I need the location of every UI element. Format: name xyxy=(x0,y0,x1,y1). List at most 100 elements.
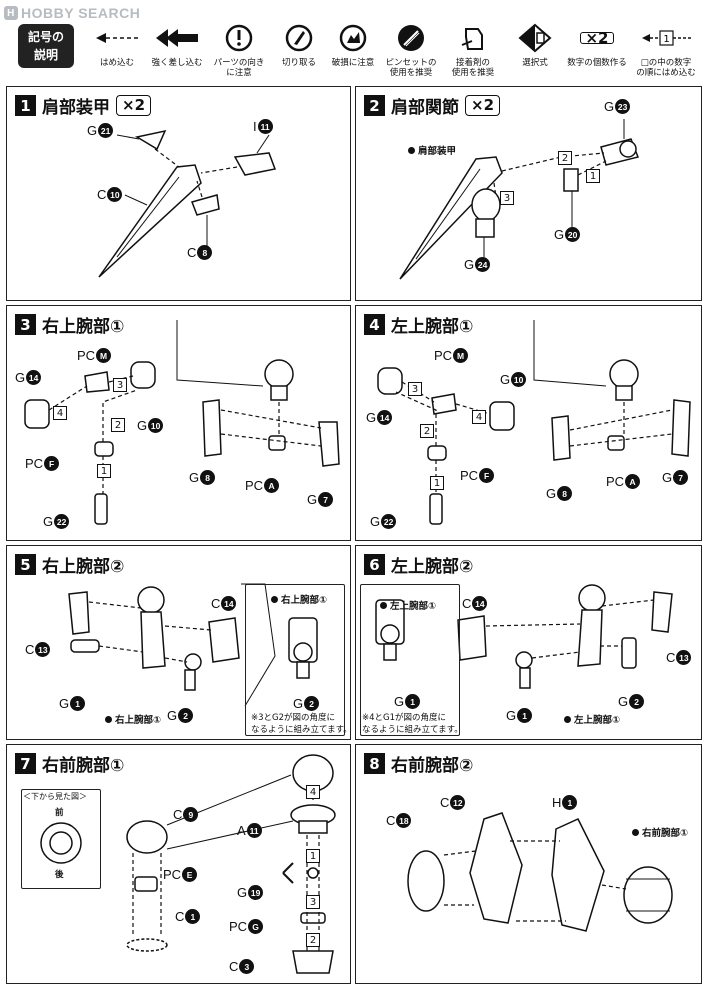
order-step-3: 3 xyxy=(500,191,514,205)
step-number: 8 xyxy=(364,753,385,774)
step-number: 6 xyxy=(364,554,385,575)
front-label: 前 xyxy=(55,808,64,818)
reference-inset-right-upper-arm: 右上腕部① xyxy=(271,592,327,606)
breakage-icon xyxy=(339,24,367,52)
order-step-1: 1 xyxy=(306,849,320,863)
step-title: 右上腕部① xyxy=(42,317,125,337)
order-step-2: 2 xyxy=(306,933,320,947)
select-icon xyxy=(518,23,552,53)
order-step-2: 2 xyxy=(111,418,125,432)
step-number: 5 xyxy=(15,554,36,575)
quantity-badge: ×2 xyxy=(116,95,152,116)
shoulder-armor-diagram xyxy=(98,129,277,278)
step-number: 7 xyxy=(15,753,36,774)
cutter-icon xyxy=(285,24,313,52)
step-number: 4 xyxy=(364,314,385,335)
legend-item-count: ×2 数字の個数作る xyxy=(567,29,627,69)
legend-item-snap: はめ込む xyxy=(82,18,152,68)
order-step-4: 4 xyxy=(53,406,67,420)
step-title: 右前腕部① xyxy=(42,756,125,776)
step-number: 1 xyxy=(15,95,36,116)
legend-item-order: 1 □の中の数字の順にはめ込む xyxy=(630,18,702,78)
order-box-icon: 1 xyxy=(642,30,692,46)
legend-item-cut: 切り取る xyxy=(264,18,334,68)
right-forearm-1-diagram xyxy=(40,754,336,974)
legend-item-push: 強く差し込む xyxy=(142,18,212,68)
order-step-4: 4 xyxy=(472,410,486,424)
detail-inset xyxy=(245,584,345,736)
order-step-3: 3 xyxy=(408,382,422,396)
glue-icon xyxy=(461,28,483,50)
quantity-badge: ×2 xyxy=(465,95,501,116)
order-step-1: 1 xyxy=(586,169,600,183)
order-step-4: 4 xyxy=(306,785,320,799)
legend-item-glue: 接着剤の使用を推奨 xyxy=(438,18,508,78)
order-step-1: 1 xyxy=(97,464,111,478)
legend-item-breakage: 破損に注意 xyxy=(318,18,388,68)
bottom-view-inset xyxy=(21,789,101,889)
shoulder-joint-diagram xyxy=(399,119,640,280)
exclamation-icon xyxy=(225,24,253,52)
reference-right-forearm: 右前腕部① xyxy=(632,825,688,839)
svg-text:1: 1 xyxy=(663,34,669,45)
reference-shoulder-armor: 肩部装甲 xyxy=(408,143,456,157)
reference-right-upper-arm: 右上腕部① xyxy=(105,712,161,726)
symbol-legend: 記号の説明 はめ込む 強く差し込む パーツの向きに注意 切り取る 破損に注意 ピ… xyxy=(6,18,702,84)
assembly-note: ※3とG2が図の角度になるように組み立てます。 xyxy=(251,713,352,735)
right-forearm-2-diagram xyxy=(407,812,673,932)
step-number: 2 xyxy=(364,95,385,116)
legend-item-select: 選択式 xyxy=(500,18,570,68)
order-step-3: 3 xyxy=(306,895,320,909)
bottom-view-title: ＜下から見た図＞ xyxy=(23,792,87,801)
back-label: 後 xyxy=(55,870,64,880)
reference-left-upper-arm: 左上腕部① xyxy=(564,712,620,726)
step-title: 肩部関節 xyxy=(391,98,459,118)
tweezers-icon xyxy=(398,25,424,51)
left-upper-arm-2-diagram xyxy=(375,584,673,689)
order-step-2: 2 xyxy=(558,151,572,165)
step-title: 左上腕部② xyxy=(391,557,474,577)
order-step-3: 3 xyxy=(113,378,127,392)
order-step-2: 2 xyxy=(420,424,434,438)
step-title: 右前腕部② xyxy=(391,756,474,776)
legend-title: 記号の説明 xyxy=(18,24,74,68)
